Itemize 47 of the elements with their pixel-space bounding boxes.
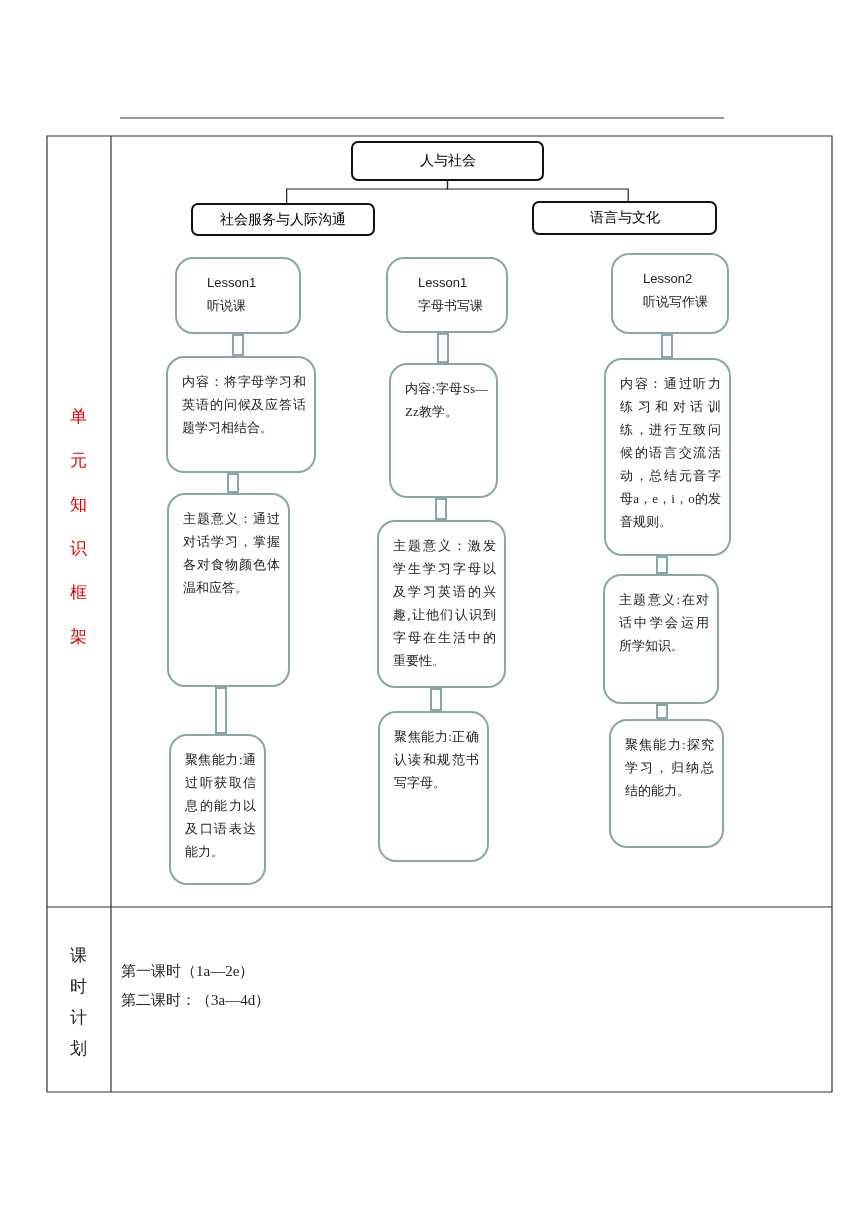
connector-bar — [656, 556, 668, 574]
content-text: 内容:字母Ss—Zz教学。 — [405, 380, 488, 421]
content-card — [169, 734, 266, 885]
content-card — [609, 719, 724, 848]
content-text: 主题意义：激发学生学习字母以及学习英语的兴趣,让他们认识到字母在生活中的重要性。 — [393, 537, 496, 670]
connector-bar — [430, 688, 442, 711]
lesson-card — [611, 253, 729, 334]
lesson-plan-text: 第二课时：（3a—4d） — [121, 991, 271, 1010]
lesson-title: Lesson1 — [418, 274, 469, 292]
row-header: 单元知识框架 — [70, 406, 88, 648]
lesson-plan-text: 第一课时（1a—2e） — [121, 962, 255, 981]
content-card — [166, 356, 316, 473]
connector-bar — [227, 473, 239, 493]
connector-bar — [656, 704, 668, 719]
content-text: 主题意义：通过对话学习，掌握各对食物颜色体温和应答。 — [183, 510, 280, 597]
content-text: 聚焦能力:通过听获取信息的能力以及口语表达能力。 — [185, 751, 256, 861]
lesson-title: Lesson2 — [643, 270, 694, 288]
content-card — [378, 711, 489, 862]
lesson-card — [386, 257, 508, 333]
lesson-card — [175, 257, 301, 334]
topic-label: 语言与文化 — [589, 209, 660, 227]
row-header: 课时计划 — [70, 945, 88, 1060]
connector-line — [446, 180, 629, 202]
connector-bar — [437, 333, 449, 363]
topic-label: 社会服务与人际沟通 — [220, 210, 346, 229]
lesson-type: 听说写作课 — [643, 293, 709, 311]
lesson-type: 听说课 — [207, 297, 247, 315]
content-text: 聚焦能力:探究学习，归纳总结的能力。 — [625, 736, 714, 800]
lesson-type: 字母书写课 — [418, 297, 484, 315]
topic-label: 人与社会 — [419, 152, 476, 170]
topic-box — [351, 141, 544, 181]
connector-bar — [232, 334, 244, 356]
lesson-title: Lesson1 — [207, 274, 258, 292]
connector-bar — [215, 687, 227, 734]
content-text: 聚焦能力:正确认读和规范书写字母。 — [394, 728, 479, 792]
content-card — [167, 493, 290, 687]
topic-box — [191, 203, 375, 236]
content-text: 主题意义:在对话中学会运用所学知识。 — [619, 591, 709, 655]
content-card — [604, 358, 731, 556]
content-card — [377, 520, 506, 688]
topic-box — [532, 201, 717, 235]
content-card — [389, 363, 498, 498]
content-text: 内容：将字母学习和英语的问候及应答话题学习相结合。 — [182, 373, 306, 437]
content-card — [603, 574, 719, 704]
connector-bar — [435, 498, 447, 520]
content-text: 内容：通过听力练习和对话训练，进行互致问候的语言交流活动，总结元音字母a，e，i，o的发音规则。 — [620, 375, 721, 531]
connector-bar — [661, 334, 673, 358]
